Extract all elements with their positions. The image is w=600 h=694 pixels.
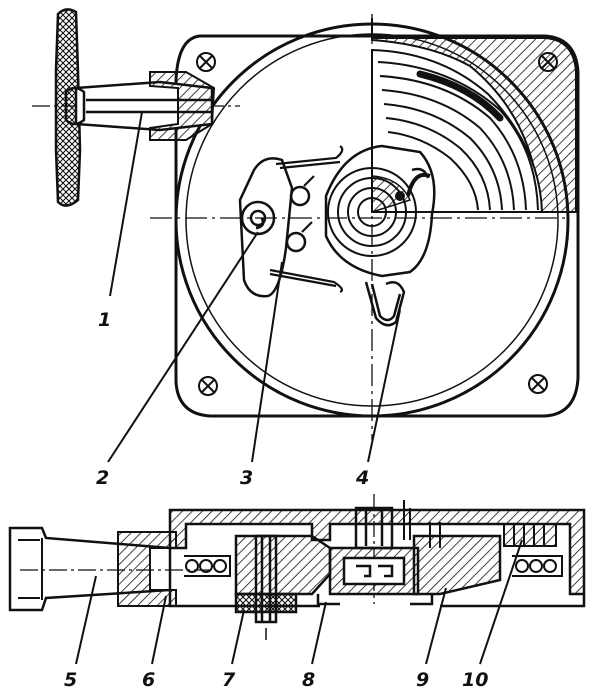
leader-4 [367,309,401,463]
callout-labels: 1 2 3 4 5 6 7 8 9 10 [64,309,488,691]
callout-7: 7 [222,669,236,691]
rope-coils-left [184,555,231,577]
handle-rope [64,86,212,126]
handle-shank-hatch [149,71,216,141]
cup-flange [316,594,434,606]
pulley-body [234,534,332,596]
callout-9: 9 [416,669,429,691]
ratchet-teeth [356,564,394,578]
leader-5 [75,575,97,665]
lower-return-spring [269,268,344,294]
leader-7 [231,609,245,665]
leader-1 [109,111,143,297]
pawl-stop-lower [285,231,307,253]
corner-screw-bl [198,376,218,396]
callout-10: 10 [462,669,488,691]
ratchet-cam [324,144,436,278]
housing-outline [174,34,580,418]
hub-hatch [371,175,412,214]
rope-coils-right [512,555,563,577]
hub-ring-1 [327,167,417,257]
wire-loop [364,281,406,327]
callout-1: 1 [98,309,111,331]
leader-10 [479,539,523,665]
pawl-pivot-outer [240,200,276,236]
corner-screw-tl [196,52,216,72]
handle-cone-face [18,538,43,600]
top-pins [403,500,441,548]
callout-8: 8 [302,669,315,691]
hub-pin [411,167,430,179]
leader-9 [425,587,447,665]
upper-return-spring [275,145,344,170]
ratchet-cup-inner [342,556,406,586]
leader-8 [311,601,327,665]
callout-4: 4 [355,467,369,489]
pawl-pivot-slot [255,217,265,230]
leader-6 [151,595,167,665]
corner-screw-br [528,374,548,394]
pawl-pivot-inner [249,209,267,227]
spring-section [503,523,557,547]
callout-3: 3 [240,467,253,489]
pivot-nut [234,592,298,614]
top-view [32,8,580,463]
callout-2: 2 [96,467,109,489]
leader-3 [251,261,283,463]
spring-anchor-dot [395,191,405,201]
housing-section-hatch [371,18,577,213]
side-section-view [8,494,586,665]
handle-grip [54,8,82,207]
corner-screw-tr [538,52,558,72]
stop-ticks [301,175,315,233]
callout-6: 6 [142,669,155,691]
pawl-stop-upper [289,185,311,207]
callout-5: 5 [64,669,77,691]
spiral-spring [377,61,539,211]
housing-section-inner [371,48,544,213]
pulley-body-right [412,534,502,596]
guide-sleeve [117,531,177,607]
leader-2 [107,231,259,463]
